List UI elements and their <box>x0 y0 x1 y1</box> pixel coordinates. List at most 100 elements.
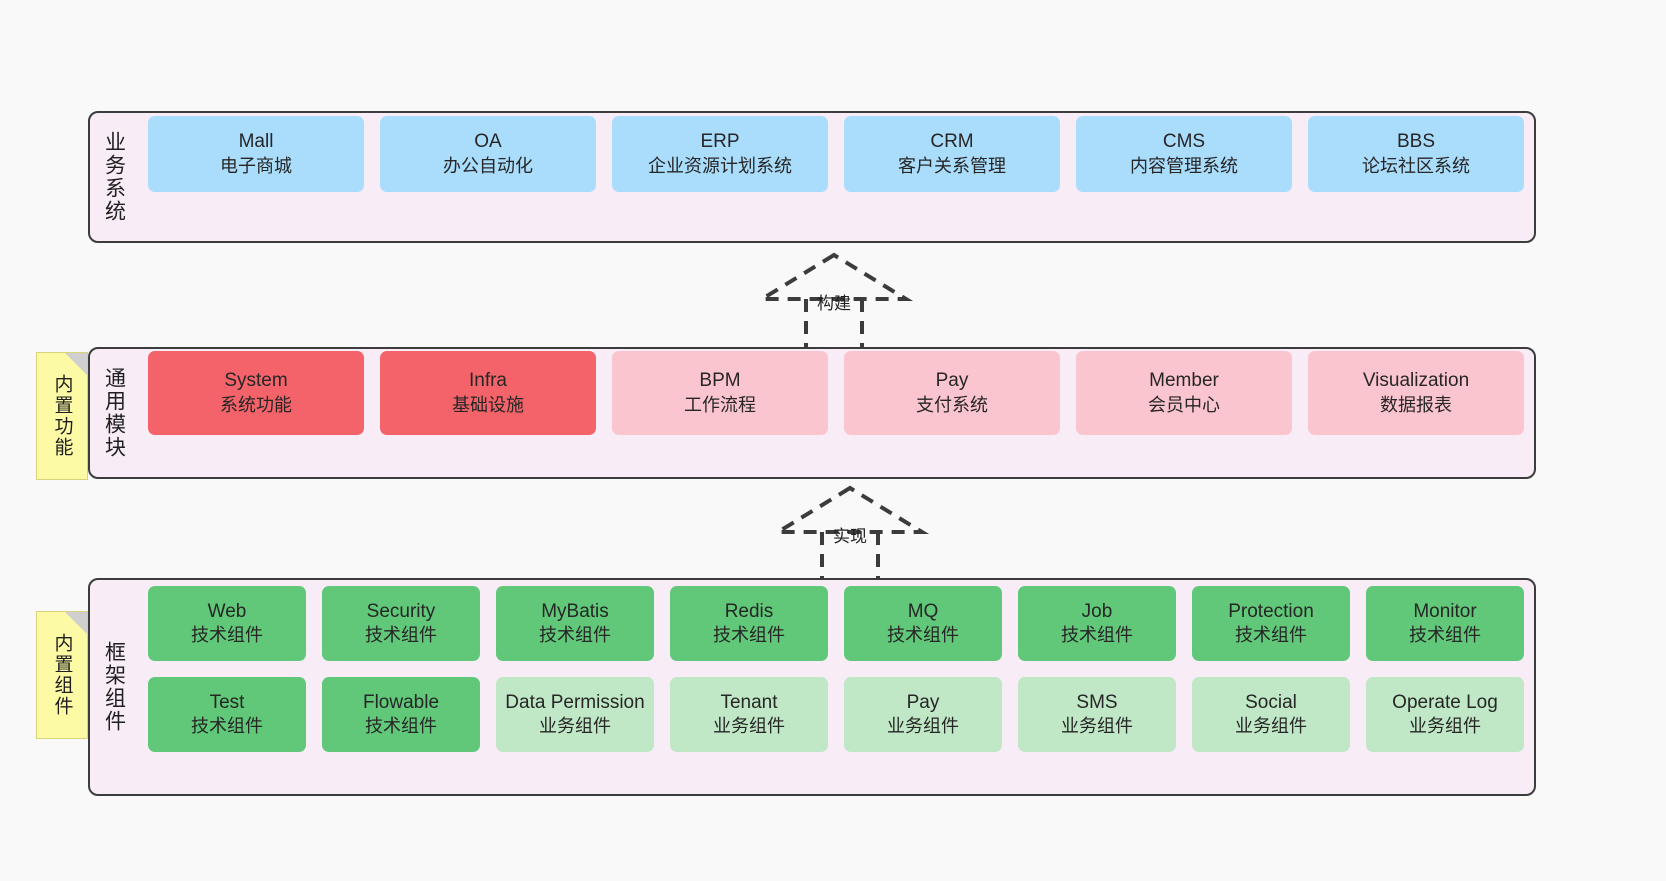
layer-title-framework-component: 框架组件 <box>102 641 126 733</box>
module-box-title: OA <box>474 131 502 153</box>
component-box-test[interactable]: Test 技术组件 <box>148 677 306 752</box>
module-box-infra[interactable]: Infra 基础设施 <box>380 351 596 435</box>
module-box-title: Infra <box>468 370 508 392</box>
connector-build-arrow: 构建 <box>744 251 924 349</box>
component-box-subtitle: 技术组件 <box>1235 625 1307 646</box>
component-box-redis[interactable]: Redis 技术组件 <box>670 586 828 661</box>
module-box-title: ERP <box>700 131 740 153</box>
component-box-tenant[interactable]: Tenant 业务组件 <box>670 677 828 752</box>
layer-title-common-module: 通用模块 <box>102 367 126 459</box>
module-box-subtitle: 论坛社区系统 <box>1362 155 1470 176</box>
box-rows: Web 技术组件 Security 技术组件 MyBatis 技术组件 Redi… <box>148 586 1524 752</box>
component-box-subtitle: 技术组件 <box>539 625 611 646</box>
module-box-subtitle: 系统功能 <box>220 394 292 415</box>
module-box-cms[interactable]: CMS 内容管理系统 <box>1076 116 1292 192</box>
component-box-title: Job <box>1081 600 1113 622</box>
component-box-title: Tenant <box>720 691 778 713</box>
component-box-subtitle: 业务组件 <box>1061 716 1133 737</box>
module-box-subtitle: 会员中心 <box>1148 394 1220 415</box>
module-box-oa[interactable]: OA 办公自动化 <box>380 116 596 192</box>
component-box-title: Protection <box>1228 600 1314 622</box>
module-box-erp[interactable]: ERP 企业资源计划系统 <box>612 116 828 192</box>
component-box-subtitle: 业务组件 <box>713 716 785 737</box>
component-box-data-permission[interactable]: Data Permission 业务组件 <box>496 677 654 752</box>
module-box-system[interactable]: System 系统功能 <box>148 351 364 435</box>
component-box-sms[interactable]: SMS 业务组件 <box>1018 677 1176 752</box>
component-box-flowable[interactable]: Flowable 技术组件 <box>322 677 480 752</box>
module-box-bbs[interactable]: BBS 论坛社区系统 <box>1308 116 1524 192</box>
module-box-title: Pay <box>935 370 969 392</box>
component-box-title: MQ <box>907 600 939 622</box>
component-box-title: Redis <box>724 600 774 622</box>
connector-build-label: 构建 <box>817 294 851 313</box>
component-box-title: SMS <box>1076 691 1118 713</box>
component-box-subtitle: 技术组件 <box>191 716 263 737</box>
component-box-pay[interactable]: Pay 业务组件 <box>844 677 1002 752</box>
component-box-subtitle: 技术组件 <box>1061 625 1133 646</box>
component-box-title: Social <box>1245 691 1297 713</box>
module-box-subtitle: 客户关系管理 <box>898 155 1006 176</box>
module-box-pay[interactable]: Pay 支付系统 <box>844 351 1060 435</box>
module-box-subtitle: 企业资源计划系统 <box>648 155 792 176</box>
layer-title-business-system: 业务系统 <box>102 131 126 223</box>
component-box-title: Test <box>209 691 245 713</box>
component-box-title: Pay <box>906 691 940 713</box>
component-box-subtitle: 技术组件 <box>365 716 437 737</box>
component-box-protection[interactable]: Protection 技术组件 <box>1192 586 1350 661</box>
component-box-subtitle: 技术组件 <box>887 625 959 646</box>
box-row: Test 技术组件 Flowable 技术组件 Data Permission … <box>148 677 1524 752</box>
module-box-title: Visualization <box>1362 370 1470 392</box>
module-box-subtitle: 支付系统 <box>916 394 988 415</box>
component-box-monitor[interactable]: Monitor 技术组件 <box>1366 586 1524 661</box>
module-box-subtitle: 办公自动化 <box>443 155 533 176</box>
note-builtin-functions: 内置功能 <box>36 352 88 480</box>
module-box-subtitle: 内容管理系统 <box>1130 155 1238 176</box>
box-row: Web 技术组件 Security 技术组件 MyBatis 技术组件 Redi… <box>148 586 1524 661</box>
component-box-job[interactable]: Job 技术组件 <box>1018 586 1176 661</box>
layer-framework-component: 框架组件 Web 技术组件 Security 技术组件 MyBatis 技术组件… <box>88 578 1536 796</box>
component-box-subtitle: 技术组件 <box>191 625 263 646</box>
component-box-subtitle: 技术组件 <box>1409 625 1481 646</box>
module-box-title: BBS <box>1396 131 1436 153</box>
module-box-subtitle: 数据报表 <box>1380 394 1452 415</box>
component-box-operate-log[interactable]: Operate Log 业务组件 <box>1366 677 1524 752</box>
module-box-visualization[interactable]: Visualization 数据报表 <box>1308 351 1524 435</box>
arrow-head-hollow <box>770 485 930 534</box>
module-box-crm[interactable]: CRM 客户关系管理 <box>844 116 1060 192</box>
arrow-head-hollow <box>754 252 914 301</box>
component-box-subtitle: 技术组件 <box>713 625 785 646</box>
component-box-subtitle: 业务组件 <box>1235 716 1307 737</box>
component-box-mq[interactable]: MQ 技术组件 <box>844 586 1002 661</box>
connector-implement-arrow: 实现 <box>760 484 940 582</box>
layer-body-framework-component: Web 技术组件 Security 技术组件 MyBatis 技术组件 Redi… <box>138 580 1534 758</box>
note-label: 内置功能 <box>51 374 73 458</box>
note-builtin-components: 内置组件 <box>36 611 88 739</box>
component-box-subtitle: 业务组件 <box>539 716 611 737</box>
component-box-title: Flowable <box>362 691 440 713</box>
component-box-title: Web <box>207 600 247 622</box>
box-row: Mall 电子商城 OA 办公自动化 ERP 企业资源计划系统 CRM 客户关系… <box>148 116 1524 192</box>
component-box-subtitle: 技术组件 <box>365 625 437 646</box>
component-box-subtitle: 业务组件 <box>887 716 959 737</box>
component-box-mybatis[interactable]: MyBatis 技术组件 <box>496 586 654 661</box>
layer-body-common-module: System 系统功能 Infra 基础设施 BPM 工作流程 Pay 支付系统… <box>138 349 1534 437</box>
module-box-title: Mall <box>238 131 274 153</box>
connector-implement-label: 实现 <box>833 527 867 546</box>
module-box-bpm[interactable]: BPM 工作流程 <box>612 351 828 435</box>
module-box-title: BPM <box>699 370 741 392</box>
module-box-title: CRM <box>930 131 974 153</box>
note-label: 内置组件 <box>51 633 73 717</box>
module-box-mall[interactable]: Mall 电子商城 <box>148 116 364 192</box>
component-box-security[interactable]: Security 技术组件 <box>322 586 480 661</box>
component-box-social[interactable]: Social 业务组件 <box>1192 677 1350 752</box>
module-box-subtitle: 基础设施 <box>452 394 524 415</box>
module-box-subtitle: 电子商城 <box>220 155 292 176</box>
component-box-title: MyBatis <box>541 600 609 622</box>
module-box-member[interactable]: Member 会员中心 <box>1076 351 1292 435</box>
component-box-title: Operate Log <box>1392 691 1498 713</box>
module-box-subtitle: 工作流程 <box>684 394 756 415</box>
component-box-web[interactable]: Web 技术组件 <box>148 586 306 661</box>
module-box-title: System <box>224 370 288 392</box>
layer-common-module: 通用模块 System 系统功能 Infra 基础设施 BPM 工作流程 Pay… <box>88 347 1536 479</box>
layer-business-system: 业务系统 Mall 电子商城 OA 办公自动化 ERP 企业资源计划系统 CRM… <box>88 111 1536 243</box>
